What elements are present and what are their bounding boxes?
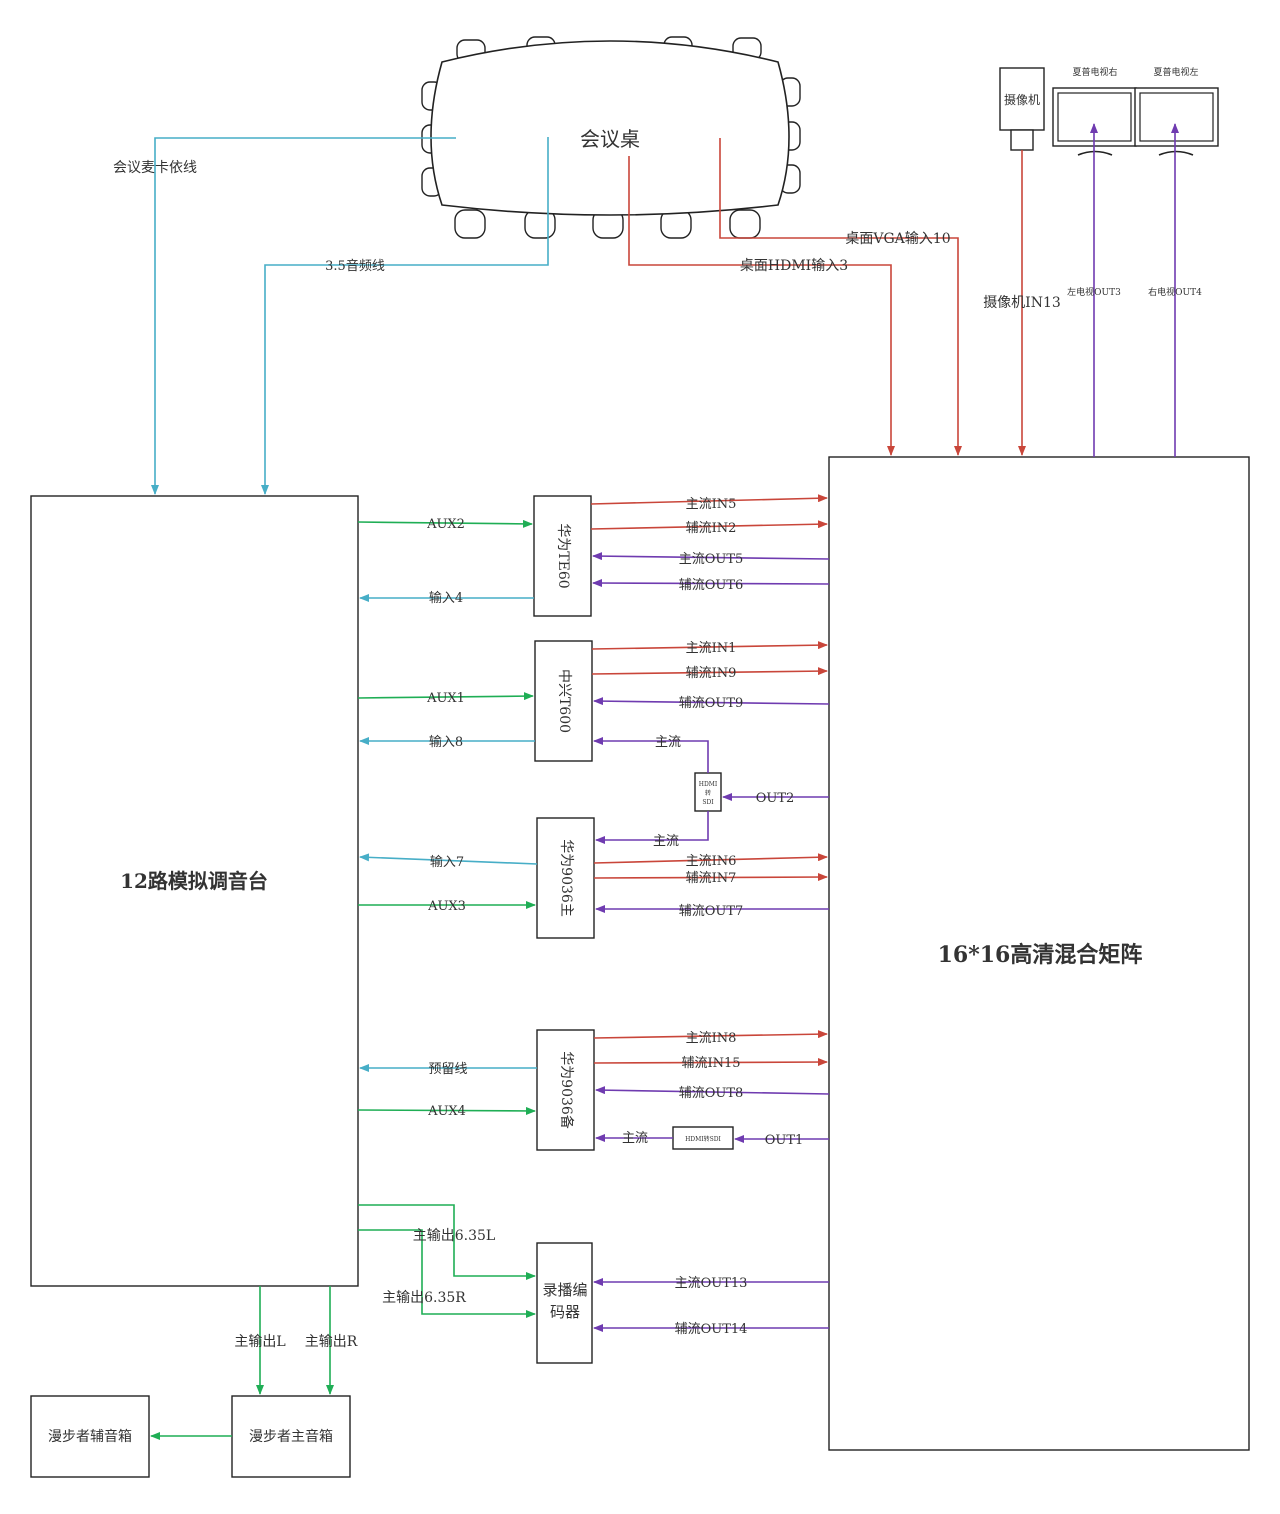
edifier-aux-box <box>30 1395 150 1478</box>
label-right-tv-out: 右电视OUT4 <box>1148 286 1202 298</box>
label-main-out-r: 主输出R <box>305 1334 358 1350</box>
recorder-label-2: 码器 <box>550 1303 580 1321</box>
label-main-out-635l: 主输出6.35L <box>413 1228 495 1244</box>
mixer-label: 12路模拟调音台 <box>120 869 268 893</box>
label-9036m-main-in: 主流IN6 <box>686 854 737 869</box>
label-out2: OUT2 <box>756 791 795 806</box>
matrix-label: 16*16高清混合矩阵 <box>938 942 1143 968</box>
edifier-main-box <box>231 1395 351 1478</box>
wire-labels: 会议麦卡依线 3.5音频线 桌面VGA输入10 桌面HDMI输入3 摄像机IN1… <box>113 160 1202 1350</box>
label-9036b-aux-in: 辅流IN15 <box>681 1056 740 1071</box>
hdmi-sdi-1-line3: SDI <box>702 799 714 806</box>
label-main-out-635r: 主输出6.35R <box>382 1290 466 1306</box>
hdmi-sdi-1-line2: 转 <box>705 789 711 797</box>
label-te60-aux: AUX2 <box>426 517 465 532</box>
label-te60-main-out: 主流OUT5 <box>679 552 744 567</box>
label-9036m-main: 主流 <box>653 834 679 849</box>
label-mic: 会议麦卡依线 <box>113 160 197 176</box>
huawei-9036-main-label: 华为9036主 <box>558 839 574 917</box>
huawei-9036-backup-box <box>536 1029 595 1151</box>
matrix-box <box>828 456 1250 1451</box>
edifier-main-label: 漫步者主音箱 <box>249 1428 333 1445</box>
tv-right-label: 夏普电视右 <box>1072 66 1117 78</box>
label-te60-main-in: 主流IN5 <box>686 497 737 512</box>
label-9036m-in: 输入7 <box>430 854 464 870</box>
hdmi-sdi-2-label: HDMI转SDI <box>685 1135 721 1143</box>
label-left-tv-out: 左电视OUT3 <box>1067 286 1121 298</box>
huawei-9036-main-box <box>536 817 595 939</box>
label-out1: OUT1 <box>765 1133 804 1148</box>
label-audio35: 3.5音频线 <box>325 258 385 274</box>
label-9036m-aux: AUX3 <box>427 899 466 914</box>
conference-table-group: 会议桌 <box>421 36 801 239</box>
label-9036b-aux: AUX4 <box>427 1104 466 1119</box>
camera-group: 摄像机 <box>999 67 1045 151</box>
top-wires <box>151 123 1179 495</box>
label-9036m-aux-out: 辅流OUT7 <box>679 904 744 919</box>
device-wires <box>150 494 830 1440</box>
label-zte-aux: AUX1 <box>426 691 465 706</box>
label-zte-aux-in: 辅流IN9 <box>686 666 737 681</box>
huawei-9036-backup-label: 华为9036备 <box>558 1051 575 1129</box>
label-main-out-l: 主输出L <box>234 1334 285 1350</box>
recorder-label-1: 录播编 <box>542 1281 587 1299</box>
hdmi-sdi-1-line1: HDMI <box>699 781 718 788</box>
tv-left-label: 夏普电视左 <box>1153 66 1198 78</box>
label-te60-aux-in: 辅流IN2 <box>686 521 737 536</box>
label-9036b-main-in: 主流IN8 <box>686 1031 737 1046</box>
edifier-aux-label: 漫步者辅音箱 <box>48 1428 132 1445</box>
label-camera-in: 摄像机IN13 <box>983 295 1061 311</box>
label-te60-in: 输入4 <box>429 590 463 606</box>
zte-t600-box <box>534 640 593 762</box>
label-9036b-main: 主流 <box>622 1131 648 1146</box>
label-desk-vga: 桌面VGA输入10 <box>845 231 950 247</box>
label-zte-main-in: 主流IN1 <box>686 641 737 656</box>
mixer-box <box>30 495 359 1287</box>
label-rec-aux-out: 辅流OUT14 <box>675 1322 748 1337</box>
recorder-box <box>536 1242 593 1364</box>
table-shape <box>430 40 790 216</box>
label-zte-in: 输入8 <box>429 734 463 750</box>
label-te60-aux-out: 辅流OUT6 <box>679 578 744 593</box>
camera-label: 摄像机 <box>1004 92 1040 107</box>
label-zte-main: 主流 <box>655 735 681 750</box>
label-desk-hdmi: 桌面HDMI输入3 <box>740 258 848 274</box>
label-zte-aux-out: 辅流OUT9 <box>679 696 744 711</box>
label-9036b-aux-out: 辅流OUT8 <box>679 1086 744 1101</box>
label-9036m-aux-in: 辅流IN7 <box>686 871 737 886</box>
tv-left-group: 夏普电视左 <box>1134 66 1219 156</box>
label-rec-main-out: 主流OUT13 <box>675 1276 748 1291</box>
zte-t600-label: 中兴T600 <box>556 669 572 733</box>
huawei-te60-label: 华为TE60 <box>555 523 571 588</box>
huawei-te60-box <box>533 495 592 617</box>
table-label: 会议桌 <box>580 127 640 151</box>
label-9036b-reserve: 预留线 <box>428 1062 467 1077</box>
